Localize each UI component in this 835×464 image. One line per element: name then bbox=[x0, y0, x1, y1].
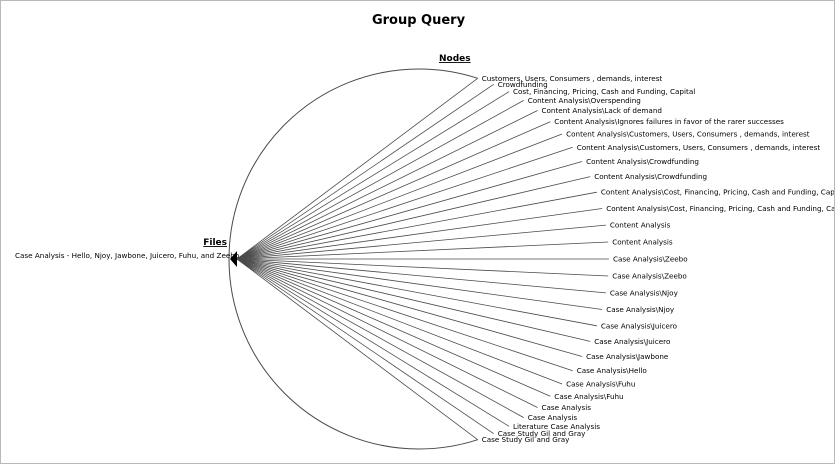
connection-line bbox=[236, 191, 597, 260]
file-label: Case Analysis - Hello, Njoy, Jawbone, Ju… bbox=[15, 251, 239, 260]
connection-line bbox=[236, 77, 478, 260]
node-label[interactable]: Content Analysis\Cost, Financing, Pricin… bbox=[606, 204, 835, 213]
connection-line bbox=[236, 241, 609, 260]
connection-line bbox=[236, 208, 603, 260]
nodes-arc-top bbox=[418, 68, 478, 79]
node-label[interactable]: Case Analysis\Njoy bbox=[610, 288, 679, 297]
connection-line bbox=[236, 258, 583, 357]
node-label[interactable]: Content Analysis\Lack of demand bbox=[542, 106, 662, 115]
connection-line bbox=[236, 258, 597, 327]
node-label[interactable]: Cost, Financing, Pricing, Cash and Fundi… bbox=[513, 87, 695, 96]
connection-line bbox=[236, 100, 524, 260]
connection-lines bbox=[236, 68, 609, 441]
connection-line bbox=[236, 133, 563, 260]
node-label[interactable]: Literature Case Analysis bbox=[513, 422, 600, 431]
connection-line bbox=[236, 258, 478, 441]
connection-line bbox=[236, 224, 606, 260]
node-label[interactable]: Content Analysis\Overspending bbox=[528, 96, 641, 105]
connection-line bbox=[236, 176, 591, 260]
connection-line bbox=[236, 258, 551, 397]
node-label[interactable]: Content Analysis\Customers, Users, Consu… bbox=[577, 143, 821, 152]
node-label[interactable]: Case Analysis\Jawbone bbox=[586, 352, 669, 361]
connection-line bbox=[236, 258, 563, 385]
node-label[interactable]: Case Analysis\Juicero bbox=[601, 321, 677, 330]
diagram-title: Group Query bbox=[371, 13, 466, 28]
node-label[interactable]: Case Analysis\Juicero bbox=[594, 337, 670, 346]
file-hub-marker bbox=[230, 251, 237, 267]
connection-line bbox=[236, 258, 609, 277]
node-label[interactable]: Customers, Users, Consumers , demands, i… bbox=[482, 74, 663, 83]
connection-line bbox=[236, 258, 538, 408]
connection-line bbox=[236, 121, 551, 260]
node-label[interactable]: Content Analysis bbox=[610, 221, 671, 230]
connection-line bbox=[236, 146, 573, 260]
files-heading: Files bbox=[203, 238, 227, 248]
connection-line bbox=[236, 161, 583, 260]
connection-line bbox=[236, 258, 573, 372]
node-label[interactable]: Case Analysis bbox=[528, 413, 578, 422]
node-label[interactable]: Content Analysis bbox=[612, 238, 673, 247]
connection-line bbox=[236, 83, 494, 260]
node-label[interactable]: Case Analysis\Hello bbox=[577, 366, 647, 375]
node-label[interactable]: Content Analysis\Crowdfunding bbox=[594, 172, 707, 181]
node-label[interactable]: Case Analysis bbox=[542, 403, 592, 412]
node-label[interactable]: Case Study Gil and Gray bbox=[498, 429, 586, 438]
nodes-heading: Nodes bbox=[439, 54, 471, 64]
nodes-arc bbox=[228, 68, 478, 450]
node-label[interactable]: Case Analysis\Fuhu bbox=[566, 380, 635, 389]
node-label[interactable]: Content Analysis\Cost, Financing, Pricin… bbox=[601, 188, 835, 197]
connection-line bbox=[236, 258, 603, 310]
node-label[interactable]: Content Analysis\Customers, Users, Consu… bbox=[566, 130, 810, 139]
node-label[interactable]: Case Analysis\Zeebo bbox=[613, 255, 688, 264]
node-label[interactable]: Case Analysis\Zeebo bbox=[612, 272, 687, 281]
node-labels: Customers, Users, Consumers , demands, i… bbox=[482, 74, 835, 444]
node-label[interactable]: Case Analysis\Fuhu bbox=[554, 392, 623, 401]
connection-line bbox=[236, 110, 538, 260]
node-label[interactable]: Case Analysis\Njoy bbox=[606, 305, 675, 314]
connection-line bbox=[236, 258, 606, 294]
connection-line bbox=[236, 258, 510, 427]
node-label[interactable]: Crowdfunding bbox=[498, 80, 548, 89]
connection-line bbox=[236, 91, 510, 260]
connection-line bbox=[236, 258, 494, 435]
connection-line bbox=[236, 258, 591, 342]
connection-line bbox=[236, 258, 524, 418]
node-label[interactable]: Case Study Gil and Gray bbox=[482, 435, 570, 444]
node-label[interactable]: Content Analysis\Ignores failures in fav… bbox=[554, 117, 784, 126]
node-label[interactable]: Content Analysis\Crowdfunding bbox=[586, 157, 699, 166]
